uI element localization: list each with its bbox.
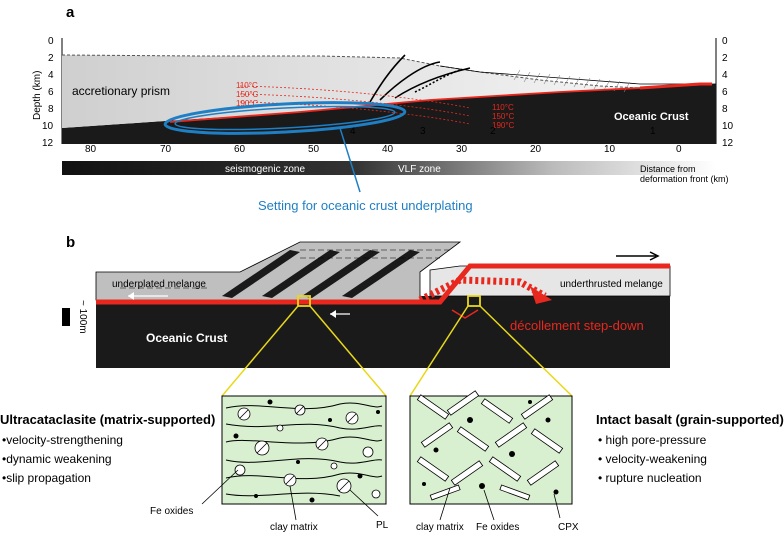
underplating-caption: Setting for oceanic crust underplating bbox=[258, 198, 473, 213]
fe-oxides-left-label: Fe oxides bbox=[150, 506, 193, 517]
right-box-title: Intact basalt (grain-supported) bbox=[596, 412, 784, 427]
depth-tick: 2 bbox=[722, 53, 728, 64]
distance-tick: 40 bbox=[382, 144, 394, 155]
depth-axis-title: Depth (km) bbox=[32, 71, 43, 120]
depth-tick: 12 bbox=[42, 138, 54, 149]
depth-tick: 10 bbox=[42, 121, 54, 132]
isotherm-labels-left: 110°C 150°C 190°C bbox=[236, 81, 259, 108]
isotherm-label: 110°C bbox=[236, 81, 258, 90]
left-bullet: •velocity-strengthening bbox=[2, 433, 123, 447]
cpx-label: CPX bbox=[558, 522, 579, 533]
left-bullet: •slip propagation bbox=[2, 471, 91, 485]
depth-tick: 10 bbox=[722, 121, 734, 132]
scale-bar bbox=[62, 308, 70, 326]
underplating-ellipse-outer bbox=[163, 101, 407, 135]
vlf-label: VLF zone bbox=[398, 164, 441, 175]
isotherm-label: 110°C bbox=[492, 103, 514, 112]
isotherm-labels-right: 110°C 150°C 190°C bbox=[492, 103, 515, 130]
ultracataclasite-box bbox=[221, 395, 387, 505]
left-melange-label: underplated melange bbox=[112, 279, 206, 290]
oceanic-crust-block bbox=[96, 296, 670, 368]
isotherm-label: 190°C bbox=[236, 99, 259, 108]
depth-tick: 2 bbox=[48, 53, 54, 64]
depth-tick: 12 bbox=[722, 138, 734, 149]
isotherm-label: 190°C bbox=[492, 121, 515, 130]
depth-tick: 4 bbox=[48, 70, 54, 81]
prism-label: accretionary prism bbox=[72, 84, 170, 98]
distance-title-1: Distance from bbox=[640, 164, 696, 174]
zone-number: 2 bbox=[490, 126, 496, 137]
depth-tick: 4 bbox=[722, 70, 728, 81]
isotherm-label: 150°C bbox=[492, 112, 515, 121]
distance-tick: 10 bbox=[604, 144, 616, 155]
scale-label: ~ 100m bbox=[77, 300, 88, 334]
crust-label-b: Oceanic Crust bbox=[146, 331, 227, 345]
seismogenic-label: seismogenic zone bbox=[225, 164, 305, 175]
intact-basalt-box bbox=[409, 390, 573, 505]
fe-oxides-right-label: Fe oxides bbox=[476, 522, 519, 533]
right-bullet: • velocity-weakening bbox=[598, 452, 707, 466]
clay-left-label: clay matrix bbox=[270, 522, 318, 533]
depth-tick: 8 bbox=[48, 104, 54, 115]
distance-tick: 30 bbox=[456, 144, 468, 155]
zone-number: 3 bbox=[420, 126, 426, 137]
left-bullet: •dynamic weakening bbox=[2, 452, 112, 466]
depth-tick: 0 bbox=[48, 36, 54, 47]
distance-tick: 20 bbox=[530, 144, 542, 155]
zone-number: 1 bbox=[650, 126, 656, 137]
right-bullet: • rupture nucleation bbox=[598, 471, 702, 485]
distance-tick: 80 bbox=[85, 144, 97, 155]
depth-tick: 6 bbox=[722, 87, 728, 98]
distance-tick: 70 bbox=[160, 144, 172, 155]
zone-number: 4 bbox=[350, 126, 356, 137]
distance-tick: 60 bbox=[234, 144, 246, 155]
depth-tick: 8 bbox=[722, 104, 728, 115]
panel-a-label: a bbox=[66, 4, 75, 21]
zoom-marker-left bbox=[297, 295, 311, 307]
accretionary-prism bbox=[62, 55, 640, 128]
pl-label: PL bbox=[376, 520, 389, 531]
depth-tick: 6 bbox=[48, 87, 54, 98]
zoom-marker-right bbox=[467, 295, 481, 307]
crust-label-a: Oceanic Crust bbox=[614, 111, 689, 123]
distance-ticks: 80 70 60 50 40 30 20 10 0 bbox=[85, 144, 682, 155]
clay-right-label: clay matrix bbox=[416, 522, 464, 533]
isotherm-label: 150°C bbox=[236, 90, 259, 99]
depth-axis-left: 0 2 4 6 8 10 12 bbox=[42, 36, 54, 149]
depth-tick: 0 bbox=[722, 36, 728, 47]
distance-tick: 0 bbox=[676, 144, 682, 155]
distance-title-2: deformation front (km) bbox=[640, 174, 729, 184]
distance-tick: 50 bbox=[308, 144, 320, 155]
underplating-ellipse-inner bbox=[174, 105, 396, 131]
right-bullet: • high pore-pressure bbox=[598, 433, 707, 447]
stepdown-label: décollement step-down bbox=[510, 318, 644, 333]
depth-axis-right: 0 2 4 6 8 10 12 bbox=[722, 36, 734, 149]
zone-band bbox=[62, 161, 716, 175]
left-box-title: Ultracataclasite (matrix-supported) bbox=[0, 412, 215, 427]
right-melange-label: underthrusted melange bbox=[560, 279, 663, 290]
panel-b-label: b bbox=[66, 234, 75, 251]
